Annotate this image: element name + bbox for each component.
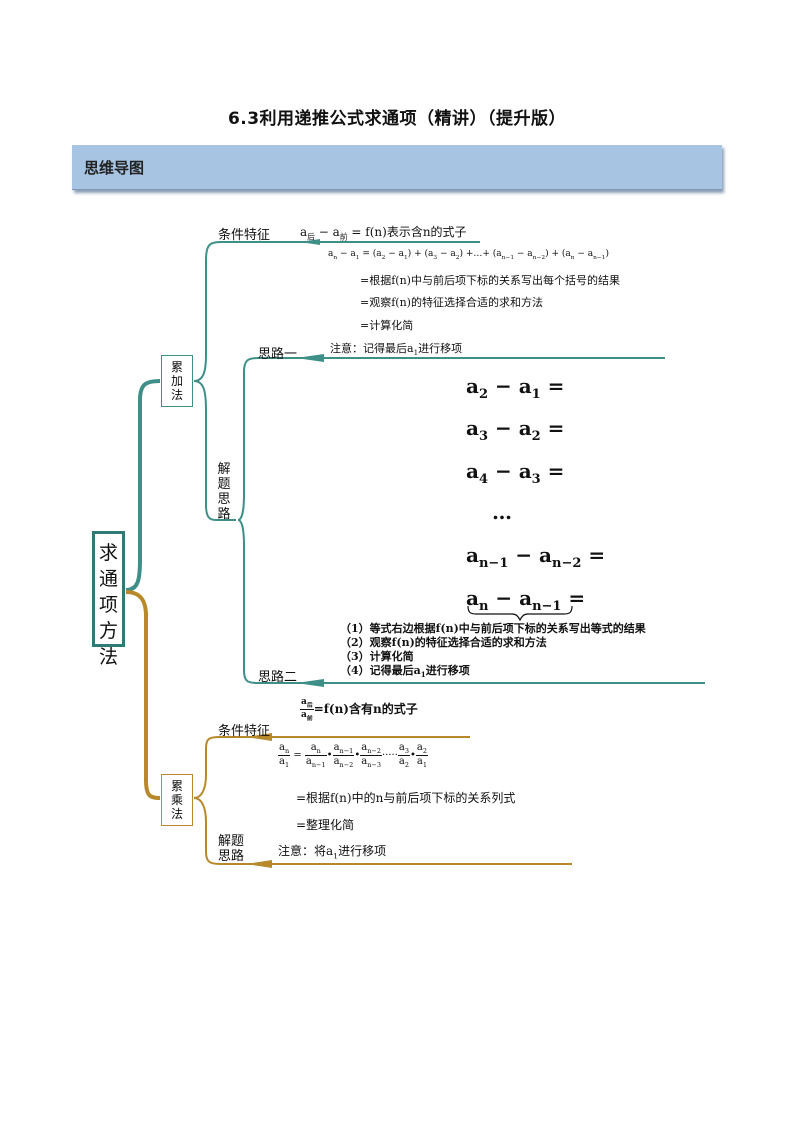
section-banner-label: 思维导图 [84, 159, 145, 177]
trunk-to-addition [125, 379, 161, 592]
equation-an1-an2: an−1 − an−2 = [466, 543, 606, 571]
addition-condition-label: 条件特征 [218, 228, 271, 243]
addition-condition-expr: a后 − a前 = f(n)表示含n的式子 [300, 225, 467, 242]
root-node: 求通项方法 [92, 531, 125, 668]
addition-sum-expression: an − a1 = (a2 − a1) + (a3 − a2) +…+ (an−… [328, 249, 610, 261]
idea2-label: 思路二 [258, 670, 298, 685]
multiplication-to-condition [193, 736, 470, 799]
page-title: 6.3利用递推公式求通项（精讲）（提升版） [227, 109, 567, 129]
equation-an-an1: an − an−1 = [466, 586, 586, 614]
idea2-steps: （1）等式右边根据f(n)中与前后项下标的关系写出等式的结果 （2）观察f(n)… [340, 622, 646, 682]
multiplication-method-node: 累乘法 [161, 774, 193, 826]
addition-to-solve [193, 380, 236, 521]
multiplication-step-relation: =根据f(n)中的n与前后项下标的关系列式 [296, 791, 516, 805]
idea1-note: 注意：记得最后a1进行移项 [330, 342, 463, 358]
addition-step-compute: =计算化简 [360, 319, 414, 332]
equation-a4-a3: a4 − a3 = [466, 459, 565, 487]
multiplication-condition-label: 条件特征 [218, 724, 271, 739]
equation-a3-a2: a3 − a2 = [466, 416, 565, 444]
solve-to-idea1 [237, 357, 665, 521]
addition-step-observe: =观察f(n)的特征选择合适的求和方法 [360, 296, 543, 309]
addition-method-node: 累加法 [161, 355, 193, 407]
section-banner: 思维导图 [72, 145, 722, 190]
idea2-step-1: （1）等式右边根据f(n)中与前后项下标的关系写出等式的结果 [340, 622, 646, 635]
idea2-step-3: （3）计算化简 [340, 650, 414, 663]
trunk-to-multiplication [125, 590, 161, 800]
underbrace [467, 605, 573, 622]
addition-solve-label: 解题思路 [217, 462, 231, 522]
multiplication-step-simplify: =整理化简 [296, 818, 355, 832]
equation-a2-a1: a2 − a1 = [466, 374, 565, 402]
solve-to-idea2 [237, 519, 705, 684]
multiplication-note: 注意：将a1进行移项 [278, 844, 387, 861]
equation-ellipsis: … [492, 500, 512, 524]
idea2-step-4: （4）记得最后a1进行移项 [340, 664, 470, 680]
idea2-step-2: （2）观察f(n)的特征选择合适的求和方法 [340, 636, 547, 649]
multiplication-solve-label: 解题思路 [218, 834, 245, 864]
addition-to-condition [193, 241, 480, 382]
idea1-label: 思路一 [258, 347, 298, 362]
multiplication-to-solve [193, 797, 572, 865]
addition-step-write: =根据f(n)中与前后项下标的关系写出每个括号的结果 [360, 274, 620, 287]
